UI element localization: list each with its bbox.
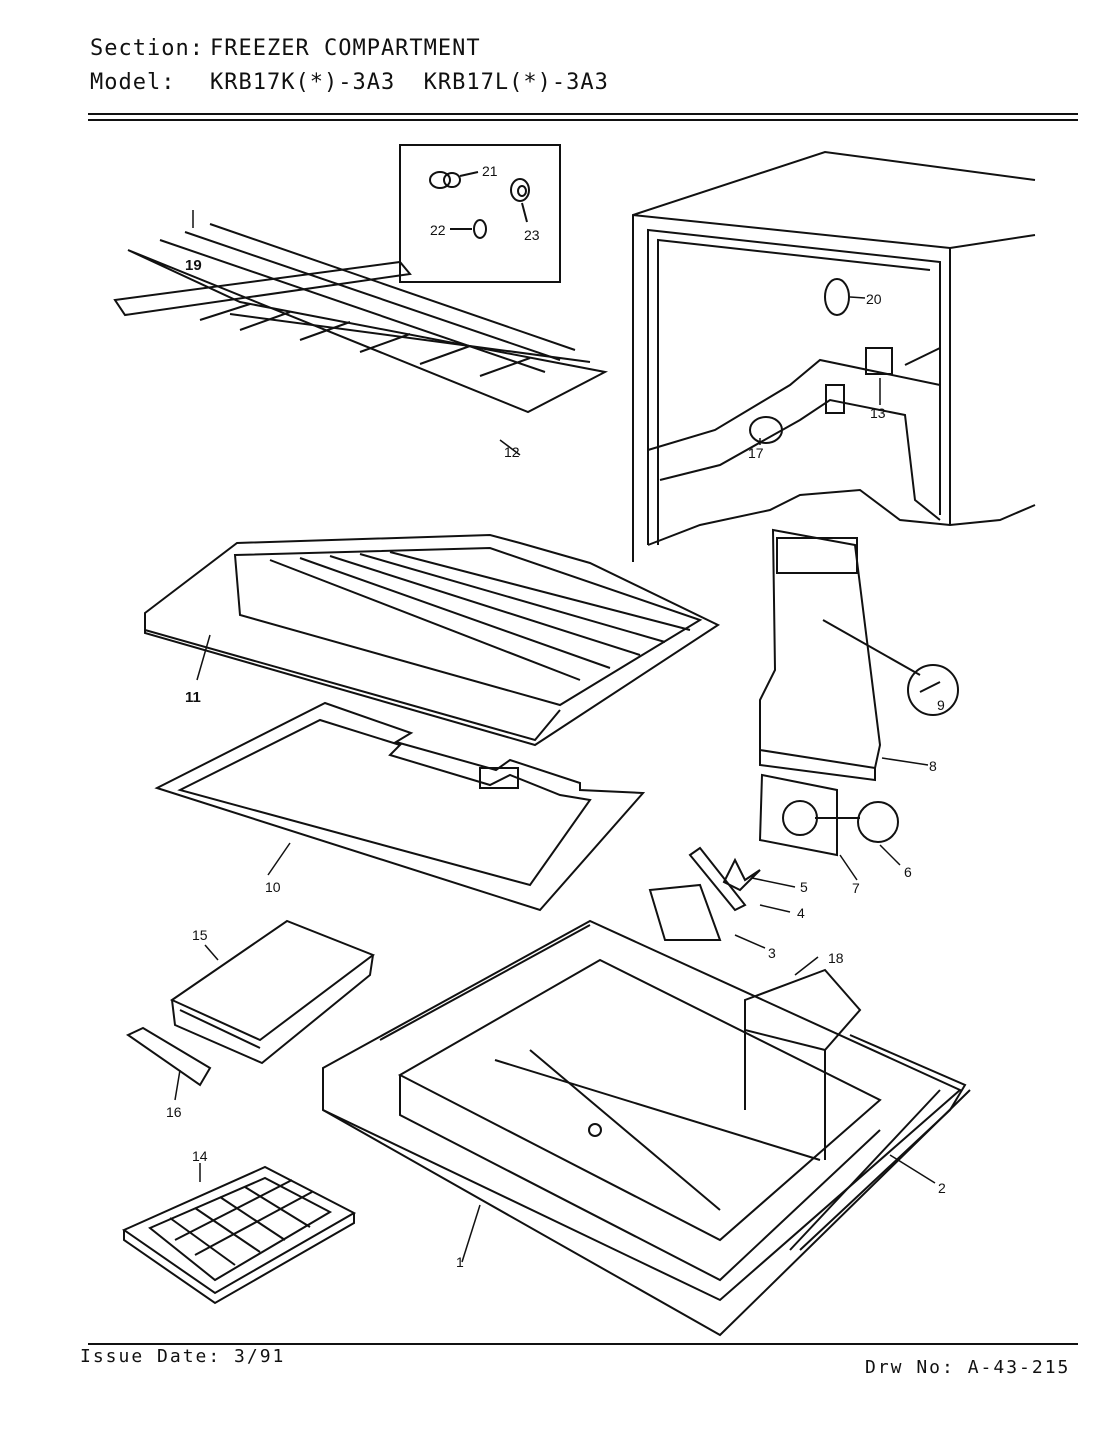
- callout-7: 7: [852, 880, 860, 896]
- callout-16: 16: [166, 1104, 182, 1120]
- callout-3: 3: [768, 945, 776, 961]
- footer-rule: [88, 1343, 1078, 1345]
- callout-labels: 1 2 3 4 5 6 7 8 9 10 11 12 13 14 15 16 1…: [166, 163, 946, 1270]
- callout-18: 18: [828, 950, 844, 966]
- freezer-shelf: [144, 533, 721, 747]
- callout-14: 14: [192, 1148, 208, 1164]
- ice-tray: [121, 1165, 357, 1305]
- callout-19: 19: [185, 257, 202, 274]
- callout-12: 12: [504, 444, 520, 460]
- callout-15: 15: [192, 927, 208, 943]
- freezer-bin: [126, 919, 376, 1087]
- callout-4: 4: [797, 905, 805, 921]
- model-value: KRB17K(*)-3A3 KRB17L(*)-3A3: [210, 70, 609, 95]
- callout-23: 23: [524, 227, 540, 243]
- callout-6: 6: [904, 864, 912, 880]
- panel: [154, 701, 646, 912]
- wire-shelf: [113, 223, 609, 414]
- section-value: FREEZER COMPARTMENT: [210, 36, 481, 61]
- callout-1: 1: [456, 1254, 464, 1270]
- inset-hardware-box: [399, 144, 561, 283]
- callout-13: 13: [870, 405, 886, 421]
- model-label: Model:: [90, 70, 176, 95]
- callout-20: 20: [866, 291, 882, 307]
- section-label: Section:: [90, 36, 204, 61]
- fan-assembly: [648, 773, 899, 941]
- issue-date: Issue Date: 3/91: [80, 1346, 286, 1367]
- callout-11: 11: [185, 689, 201, 706]
- air-duct: [759, 528, 959, 782]
- callout-21: 21: [482, 163, 498, 179]
- callout-8: 8: [929, 758, 937, 774]
- section-header: Section:FREEZER COMPARTMENT: [90, 36, 481, 61]
- freezer-cabinet: [632, 150, 1036, 562]
- freezer-pan: [322, 919, 971, 1337]
- callout-22: 22: [430, 222, 446, 238]
- drawing-number: Drw No: A-43-215: [865, 1357, 1071, 1378]
- model-header: Model: KRB17K(*)-3A3 KRB17L(*)-3A3: [90, 70, 609, 95]
- leader-lines: [174, 210, 936, 1263]
- callout-5: 5: [800, 879, 808, 895]
- header-rule-top: [88, 113, 1078, 115]
- header-rule-bottom: [88, 119, 1078, 121]
- callout-9: 9: [937, 697, 945, 713]
- callout-10: 10: [265, 879, 281, 895]
- callout-2: 2: [938, 1180, 946, 1196]
- callout-17: 17: [748, 445, 764, 461]
